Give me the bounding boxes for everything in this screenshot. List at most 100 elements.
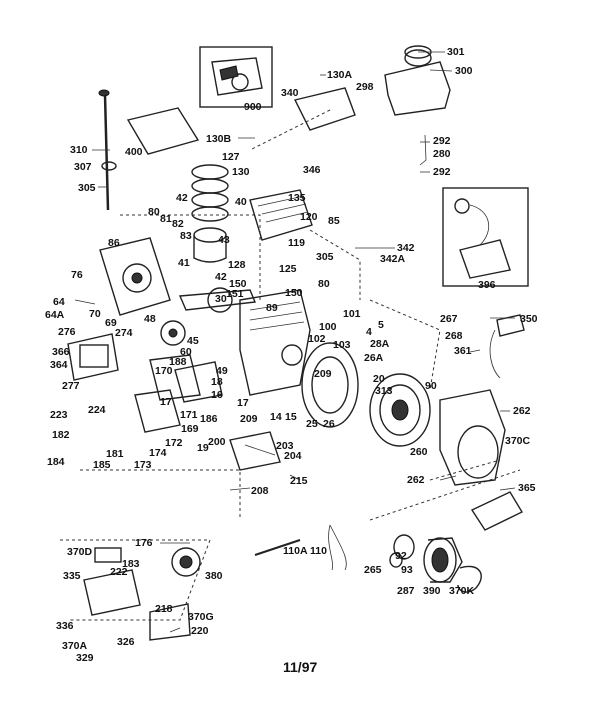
starter-cup [389,534,415,568]
flywheel [369,373,431,447]
part-label-4: 4 [366,326,372,338]
part-label-313: 313 [375,385,393,397]
part-label-70: 70 [89,308,101,320]
part-label-102: 102 [308,333,326,345]
part-label-14: 14 [270,411,282,423]
part-label-130B: 130B [206,133,232,145]
part-label-370K: 370K [449,585,475,597]
intake-gaskets [134,354,223,433]
part-label-90: 90 [425,380,437,392]
part-label-280: 280 [433,148,451,160]
part-label-5: 5 [378,319,384,331]
part-label-42-b: 42 [215,271,227,283]
part-label-150-b: 150 [285,287,303,299]
part-label-215: 215 [290,475,308,487]
fuel-tank [384,45,451,116]
part-label-173: 173 [134,459,152,471]
part-label-93: 93 [401,564,413,576]
part-label-43: 43 [218,234,230,246]
part-label-366: 366 [52,346,70,358]
part-label-103: 103 [333,339,351,351]
part-label-209-b: 209 [240,413,258,425]
part-label-92: 92 [395,550,407,562]
part-label-16: 16 [211,389,223,401]
part-label-336: 336 [56,620,74,632]
part-label-287: 287 [397,585,415,597]
part-label-125: 125 [279,263,297,275]
part-label-329: 329 [76,652,94,664]
crankshaft [178,287,257,313]
part-label-20: 20 [373,373,385,385]
part-label-342: 342 [397,242,415,254]
part-label-370C: 370C [505,435,531,447]
part-label-184: 184 [47,456,65,468]
part-label-400: 400 [125,146,143,158]
part-label-340: 340 [281,87,299,99]
part-label-300: 300 [455,65,473,77]
part-label-370A: 370A [62,640,88,652]
part-label-350: 350 [520,313,538,325]
part-label-174: 174 [149,447,167,459]
tank-bracket [293,87,356,131]
part-label-89: 89 [266,302,278,314]
part-label-223: 223 [50,409,68,421]
governor-linkage [229,431,281,471]
part-label-346: 346 [303,164,321,176]
part-label-171: 171 [180,409,198,421]
part-label-60: 60 [180,346,192,358]
carburetor-inset [442,187,529,287]
assembly-outlines [60,109,521,621]
part-label-183: 183 [122,558,140,570]
control-cables [254,524,347,571]
date-code: 11/97 [283,659,318,675]
part-label-42: 42 [176,192,188,204]
part-label-81: 81 [160,213,172,225]
part-label-267: 267 [440,313,458,325]
part-label-101: 101 [343,308,361,320]
piston-rings [191,164,229,222]
part-label-224: 224 [88,404,106,416]
part-label-262-b: 262 [407,474,425,486]
part-label-169: 169 [181,423,199,435]
part-label-86: 86 [108,237,120,249]
part-label-305-b: 305 [316,251,334,263]
manual-book [126,107,200,155]
part-label-120: 120 [300,211,318,223]
part-label-25: 25 [306,418,318,430]
part-label-342A: 342A [380,253,406,265]
part-label-262-a: 262 [513,405,531,417]
part-label-370D: 370D [67,546,93,558]
part-label-370G: 370G [188,611,214,623]
part-label-100: 100 [319,321,337,333]
part-label-268: 268 [445,330,463,342]
part-label-150-a: 150 [229,278,247,290]
part-label-218: 218 [155,603,173,615]
part-label-900: 900 [244,101,262,113]
flywheel-cover-plate [301,342,359,428]
part-label-364: 364 [50,359,68,371]
part-label-64A: 64A [45,309,65,321]
part-label-222: 222 [110,566,128,578]
part-label-17-b: 17 [237,397,249,409]
part-label-85: 85 [328,215,340,227]
muffler [67,333,119,381]
part-label-209-a: 209 [314,368,332,380]
part-label-307: 307 [74,161,92,173]
engine-inset [199,46,273,108]
part-label-396: 396 [478,279,496,291]
part-label-26A: 26A [364,352,384,364]
part-label-48: 48 [144,313,156,325]
spark-plug-wire [489,329,501,379]
part-label-185: 185 [93,459,111,471]
part-label-220: 220 [191,625,209,637]
engine-block [239,289,311,396]
part-label-326: 326 [117,636,135,648]
part-label-274: 274 [115,327,133,339]
part-label-186: 186 [200,413,218,425]
part-label-292-a: 292 [433,135,451,147]
cylinder-head [249,189,313,241]
part-label-110: 110 [310,545,327,557]
part-label-128: 128 [228,259,246,271]
